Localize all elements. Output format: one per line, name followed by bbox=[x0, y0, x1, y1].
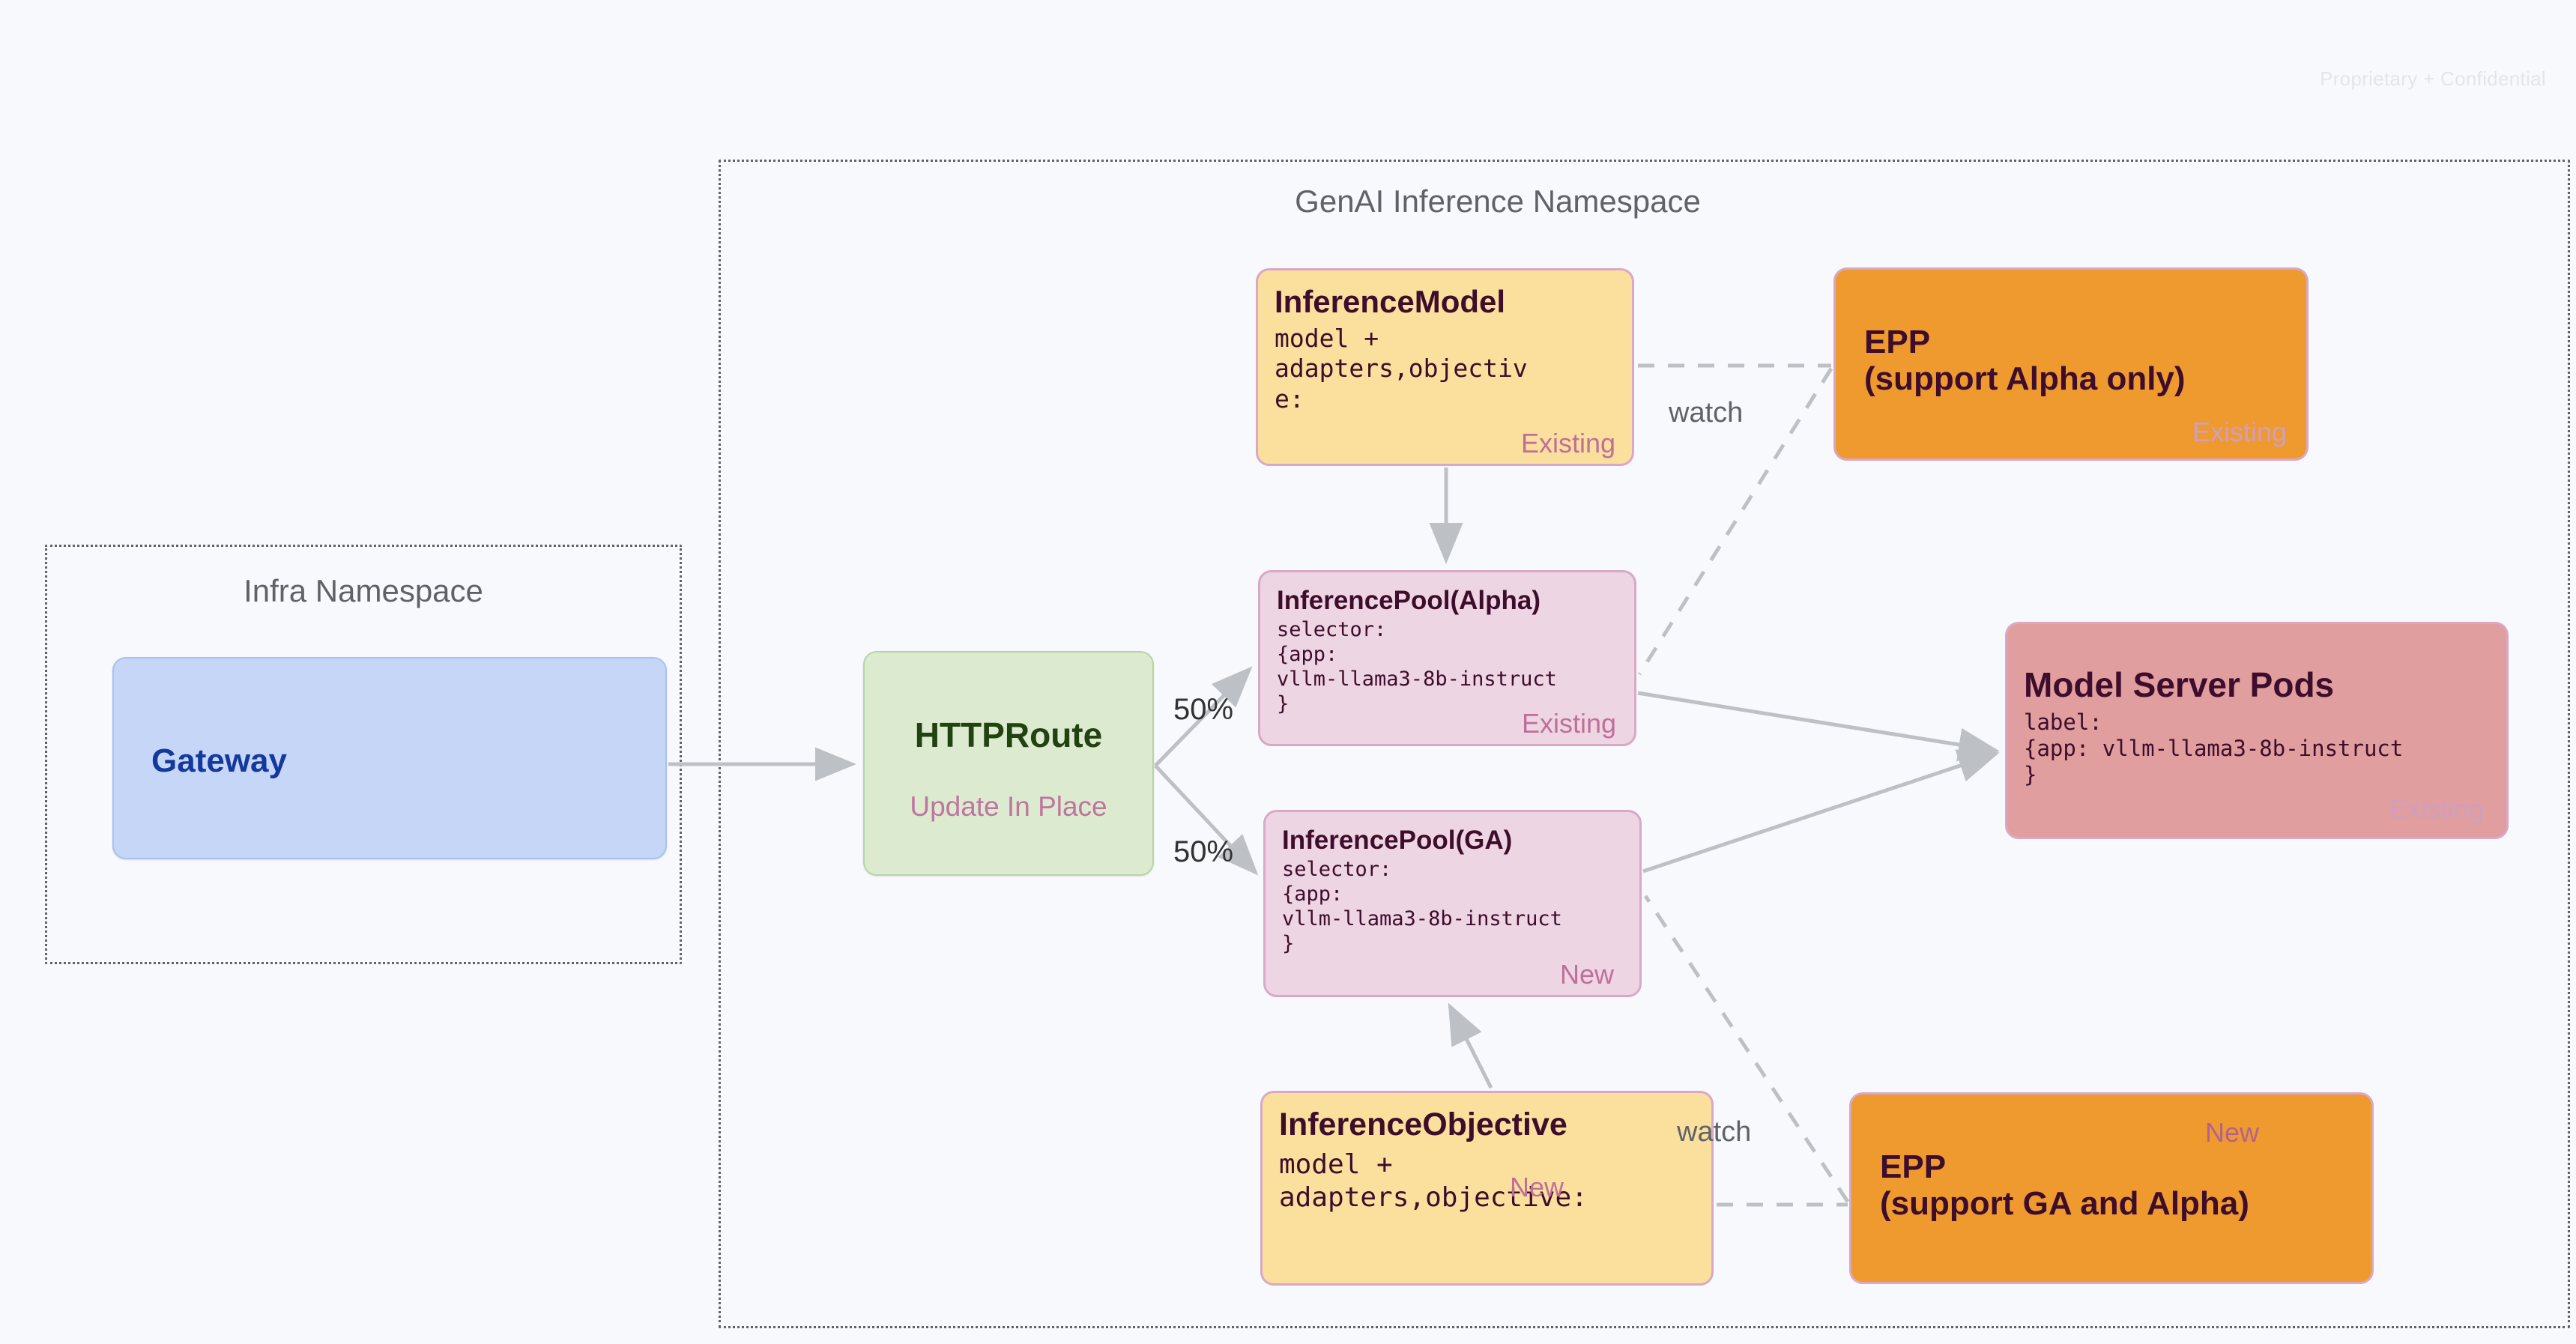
inference-model-body: model + adapters,objectiv e: bbox=[1275, 324, 1528, 414]
edge-label-watch-bottom: watch bbox=[1677, 1116, 1752, 1148]
inference-pool-alpha-title: InferencePool(Alpha) bbox=[1277, 586, 1541, 615]
node-inference-model[interactable]: InferenceModel model + adapters,objectiv… bbox=[1256, 268, 1634, 466]
node-inference-objective[interactable]: InferenceObjective model + adapters,obje… bbox=[1260, 1091, 1714, 1286]
node-httproute[interactable]: HTTPRoute Update In Place bbox=[863, 651, 1154, 876]
model-server-pods-status-badge: Existing bbox=[2389, 793, 2484, 824]
node-epp-alpha[interactable]: EPP (support Alpha only) Existing bbox=[1833, 267, 2309, 461]
inference-pool-alpha-status-badge: Existing bbox=[1521, 708, 1616, 739]
edge-label-split-bottom: 50% bbox=[1173, 835, 1234, 868]
node-inference-pool-alpha[interactable]: InferencePool(Alpha) selector: {app: vll… bbox=[1258, 570, 1636, 746]
gateway-title: Gateway bbox=[151, 742, 287, 779]
model-server-pods-title: Model Server Pods bbox=[2024, 665, 2335, 704]
inference-pool-ga-status-badge: New bbox=[1559, 959, 1614, 990]
inference-objective-title: InferenceObjective bbox=[1279, 1107, 1567, 1142]
epp-alpha-title: EPP (support Alpha only) bbox=[1864, 324, 2186, 398]
node-epp-ga[interactable]: EPP (support GA and Alpha) New bbox=[1849, 1092, 2374, 1284]
model-server-pods-body: label: {app: vllm-llama3-8b-instruct } bbox=[2024, 709, 2404, 788]
node-model-server-pods[interactable]: Model Server Pods label: {app: vllm-llam… bbox=[2005, 622, 2509, 839]
httproute-subtitle: Update In Place bbox=[910, 791, 1107, 822]
epp-alpha-status-badge: Existing bbox=[2192, 417, 2287, 447]
edge-label-watch-top: watch bbox=[1669, 397, 1744, 429]
inference-model-title: InferenceModel bbox=[1275, 284, 1506, 319]
inference-objective-body: model + adapters,objective: bbox=[1279, 1149, 1588, 1214]
infra-namespace-container bbox=[45, 545, 682, 964]
infra-namespace-title: Infra Namespace bbox=[244, 573, 483, 608]
inference-model-status-badge: Existing bbox=[1520, 428, 1615, 458]
edge-label-split-top: 50% bbox=[1173, 693, 1234, 726]
node-inference-pool-ga[interactable]: InferencePool(GA) selector: {app: vllm-l… bbox=[1263, 810, 1642, 997]
epp-ga-title: EPP (support GA and Alpha) bbox=[1880, 1148, 2249, 1223]
inference-objective-status-badge: New bbox=[1510, 1172, 1564, 1202]
inference-pool-alpha-body: selector: {app: vllm-llama3-8b-instruct … bbox=[1277, 618, 1557, 715]
inference-pool-ga-body: selector: {app: vllm-llama3-8b-instruct … bbox=[1282, 858, 1562, 955]
confidential-watermark: Proprietary + Confidential bbox=[2320, 67, 2546, 90]
genai-namespace-title: GenAI Inference Namespace bbox=[1295, 184, 1701, 219]
genai-namespace-container bbox=[719, 160, 2570, 1328]
httproute-title: HTTPRoute bbox=[914, 715, 1103, 754]
inference-pool-ga-title: InferencePool(GA) bbox=[1282, 826, 1513, 855]
epp-ga-status-badge: New bbox=[2204, 1117, 2259, 1148]
node-gateway[interactable]: Gateway bbox=[112, 657, 667, 859]
